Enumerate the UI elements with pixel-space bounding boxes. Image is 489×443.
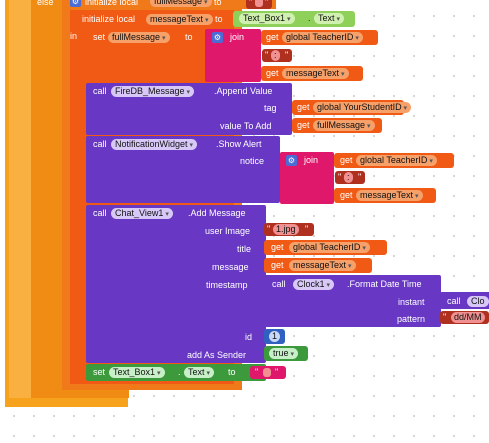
set-label: set bbox=[93, 367, 106, 377]
component-name[interactable]: Chat_View1 bbox=[111, 208, 173, 219]
call-label: call bbox=[93, 139, 107, 149]
tag-label: tag bbox=[264, 103, 277, 113]
separator-value[interactable]: : bbox=[271, 50, 280, 61]
instant-label: instant bbox=[398, 297, 425, 307]
set-label: set bbox=[93, 32, 106, 42]
clock-component[interactable]: Clock1 bbox=[293, 279, 334, 290]
sender-value[interactable]: true bbox=[269, 348, 298, 359]
user-image-string[interactable]: " 1.jpg " bbox=[264, 223, 314, 236]
get-variable[interactable]: global TeacherID bbox=[289, 242, 370, 253]
method-name: .Show Alert bbox=[216, 139, 262, 149]
call-label: call bbox=[447, 296, 461, 306]
instant-component[interactable]: Clo bbox=[467, 296, 489, 307]
get-label: get bbox=[266, 68, 279, 78]
init2-component[interactable]: Text_Box1 bbox=[239, 13, 295, 24]
join-label: join bbox=[230, 32, 245, 42]
pattern-value[interactable]: dd/MM bbox=[451, 312, 485, 323]
get-variable[interactable]: messageText bbox=[289, 260, 356, 271]
set-variable[interactable]: fullMessage bbox=[108, 32, 170, 43]
get-variable[interactable]: messageText bbox=[356, 190, 423, 201]
gear-icon[interactable]: ⚙ bbox=[70, 0, 81, 7]
add-message-block[interactable] bbox=[86, 205, 266, 363]
get-variable[interactable]: global YourStudentID bbox=[313, 102, 412, 113]
id-value[interactable]: 1 bbox=[269, 331, 281, 342]
set-property[interactable]: Text bbox=[184, 367, 214, 378]
get-label: get bbox=[297, 102, 310, 112]
get-label: get bbox=[340, 190, 353, 200]
get-label: get bbox=[297, 120, 310, 130]
get-label: get bbox=[271, 260, 284, 270]
get-variable[interactable]: global TeacherID bbox=[282, 32, 363, 43]
get-label: get bbox=[340, 155, 353, 165]
timestamp-label: timestamp bbox=[206, 280, 248, 290]
set-to: to bbox=[185, 32, 193, 42]
clock-method: .Format Date Time bbox=[347, 279, 422, 289]
user-image-label: user Image bbox=[205, 226, 251, 236]
set-dot: . bbox=[178, 367, 181, 377]
else-block[interactable] bbox=[31, 0, 62, 398]
init2-property[interactable]: Text bbox=[314, 13, 344, 24]
outer-if-block-inner bbox=[9, 0, 31, 398]
in-label: in bbox=[70, 31, 78, 41]
id-label: id bbox=[245, 332, 253, 342]
get-variable[interactable]: global TeacherID bbox=[356, 155, 437, 166]
message-label: message bbox=[212, 262, 249, 272]
empty-string-block[interactable]: " " bbox=[246, 0, 272, 9]
init2-name[interactable]: messageText bbox=[146, 14, 213, 25]
get-variable[interactable]: messageText bbox=[282, 68, 349, 79]
init1-name[interactable]: fullMessage bbox=[150, 0, 212, 7]
set-component[interactable]: Text_Box1 bbox=[109, 367, 165, 378]
call-label: call bbox=[272, 279, 286, 289]
call-label: call bbox=[93, 86, 107, 96]
user-image-value[interactable]: 1.jpg bbox=[273, 224, 299, 235]
notice-label: notice bbox=[240, 156, 265, 166]
value-label: value To Add bbox=[220, 121, 272, 131]
separator-value[interactable]: : bbox=[344, 172, 353, 183]
get-variable[interactable]: fullMessage bbox=[313, 120, 375, 131]
method-name: .Add Message bbox=[188, 208, 246, 218]
join-label: join bbox=[304, 155, 319, 165]
set-to: to bbox=[228, 367, 236, 377]
method-name: .Append Value bbox=[214, 86, 273, 96]
pattern-string[interactable]: " dd/MM bbox=[440, 311, 489, 324]
component-name[interactable]: FireDB_Message bbox=[111, 86, 194, 97]
separator-string-block[interactable]: " : " bbox=[262, 49, 292, 62]
else-bottom-bar bbox=[31, 390, 129, 398]
get-label: get bbox=[271, 242, 284, 252]
sender-label: add As Sender bbox=[187, 350, 247, 360]
init2-keyword: initialize local bbox=[82, 14, 136, 24]
gear-icon[interactable]: ⚙ bbox=[212, 32, 223, 43]
init2-to: to bbox=[215, 14, 223, 24]
component-name[interactable]: NotificationWidget bbox=[111, 139, 198, 150]
call-label: call bbox=[93, 208, 107, 218]
init2-dot: . bbox=[308, 13, 311, 23]
pattern-label: pattern bbox=[397, 314, 426, 324]
separator-string-block[interactable]: " : " bbox=[335, 171, 365, 184]
empty-string-block[interactable]: " " bbox=[250, 366, 286, 379]
gear-icon[interactable]: ⚙ bbox=[286, 155, 297, 166]
else-label: else bbox=[37, 0, 54, 7]
init1-to: to bbox=[214, 0, 222, 7]
get-label: get bbox=[266, 32, 279, 42]
init1-keyword: initialize local bbox=[85, 0, 139, 7]
add-message-timestamp-arm bbox=[260, 275, 268, 327]
title-label: title bbox=[237, 244, 252, 254]
